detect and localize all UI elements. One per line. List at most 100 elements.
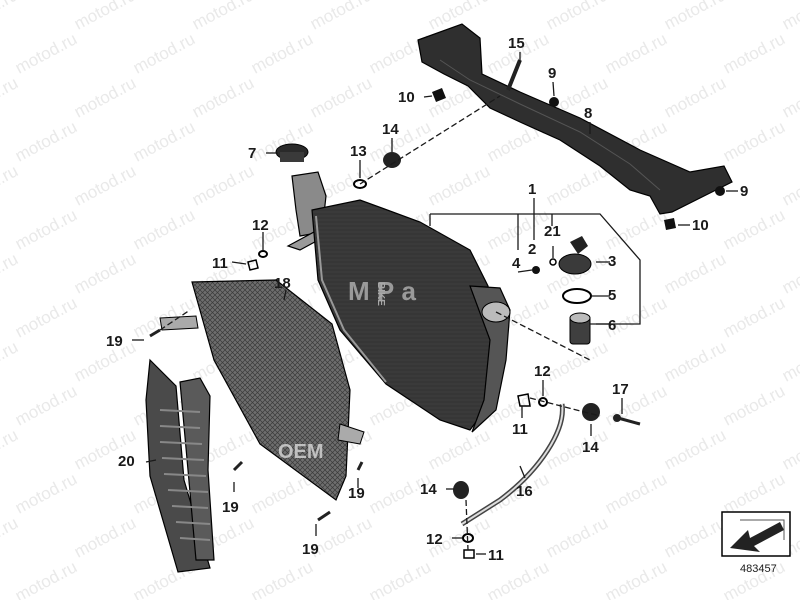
screw-19c-part <box>356 461 364 471</box>
watermark-text: motod.ru <box>720 469 788 517</box>
watermark-text: motod.ru <box>130 117 198 165</box>
callout-16: 16 <box>516 483 533 500</box>
watermark-text: motod.ru <box>602 557 670 600</box>
callout-12c: 12 <box>426 531 443 548</box>
grommet-14b-part <box>582 403 600 421</box>
side-shroud-frame-part <box>179 377 215 561</box>
grommet-14a-part <box>383 152 401 168</box>
clip-11a-part <box>247 259 259 271</box>
leader-lines <box>132 52 738 555</box>
watermark-text: motod.ru <box>71 73 139 121</box>
watermark-text: motod.ru <box>543 425 611 473</box>
watermark-text: motod.ru <box>0 249 21 297</box>
coolant-hose-16-highlight-part <box>461 403 564 525</box>
watermark-text: motod.ru <box>602 29 670 77</box>
watermark-text: motod.ru <box>12 557 80 600</box>
thermostat-housing-3-part <box>558 253 592 275</box>
callout-3: 3 <box>608 253 616 270</box>
callout-15: 15 <box>508 35 525 52</box>
bolt-15-part <box>506 59 522 91</box>
small-part-4-part <box>532 266 540 274</box>
watermark-text: motod.ru <box>130 205 198 253</box>
guard-bracket-part <box>159 315 199 331</box>
watermark-text: motod.ru <box>779 425 800 473</box>
watermark-text: motod.ru <box>720 381 788 429</box>
watermark-text: motod.ru <box>12 293 80 341</box>
seal-ring-5-part <box>562 288 592 304</box>
callout-10a: 10 <box>398 89 415 106</box>
callout-9a: 9 <box>548 65 556 82</box>
clip-10b-part <box>664 218 676 230</box>
watermark-text: motod.ru <box>189 0 257 34</box>
callout-6: 6 <box>608 317 616 334</box>
washer-12c-part <box>462 533 474 543</box>
watermark-text: motod.ru <box>248 557 316 600</box>
radiator-tank-part <box>469 285 511 433</box>
watermark-text: motod.ru <box>12 381 80 429</box>
watermark-text: motod.ru <box>779 161 800 209</box>
document-number: 483457 <box>740 563 777 575</box>
screw-19a-part <box>149 328 161 338</box>
watermark-text: motod.ru <box>661 337 729 385</box>
watermark-text: motod.ru <box>779 337 800 385</box>
watermark-text: motod.ru <box>779 0 800 34</box>
callout-2: 2 <box>528 241 536 258</box>
air-duct-edge-part <box>439 59 661 191</box>
watermark-text: motod.ru <box>366 557 434 600</box>
callout-9b: 9 <box>740 183 748 200</box>
callout-19c: 19 <box>348 485 365 502</box>
thermostat-top-6-part <box>569 312 591 324</box>
callout-11b: 11 <box>512 421 528 438</box>
callout-14a: 14 <box>382 121 399 138</box>
watermark-text: motod.ru <box>779 249 800 297</box>
radiator-left-frame-part <box>315 215 387 383</box>
watermark-text: motod.ru <box>0 73 21 121</box>
watermark-text: motod.ru <box>307 73 375 121</box>
watermark-text: motod.ru <box>720 29 788 77</box>
watermark-text: motod.ru <box>0 513 21 561</box>
washer-12a-part <box>258 250 268 258</box>
thermostat-cap-21-part <box>570 236 588 254</box>
watermark-text: motod.ru <box>12 29 80 77</box>
callout-19a: 19 <box>106 333 123 350</box>
nut-9a-part <box>549 97 559 107</box>
watermark-text: motod.ru <box>0 425 21 473</box>
callout-14c: 14 <box>420 481 437 498</box>
watermark-text: motod.ru <box>661 249 729 297</box>
shroud-vents-part <box>159 409 211 541</box>
guard-side-bracket-part <box>337 423 365 445</box>
screw-head-17-part <box>613 414 621 422</box>
callout-11a: 11 <box>212 255 228 272</box>
washer-13-part <box>353 179 367 189</box>
callout-12a: 12 <box>252 217 269 234</box>
watermark-text: motod.ru <box>71 249 139 297</box>
watermark-text: motod.ru <box>543 161 611 209</box>
watermark-text: motod.ru <box>661 425 729 473</box>
screw-19d-part <box>317 510 331 522</box>
watermark-text: motod.ru <box>661 73 729 121</box>
watermark-text: motod.ru <box>425 161 493 209</box>
watermark-text: motod.ru <box>720 117 788 165</box>
clip-11c-part <box>463 549 475 559</box>
callout-12b: 12 <box>534 363 551 380</box>
watermark-text: motod.ru <box>12 117 80 165</box>
callout-13: 13 <box>350 143 367 160</box>
watermark-text: motod.ru <box>661 513 729 561</box>
air-duct-cover-part <box>417 23 733 215</box>
overlay-oem-watermark: OEM <box>278 441 324 463</box>
watermark-text: motod.ru <box>543 513 611 561</box>
radiator-guard-mesh-part <box>191 279 351 501</box>
callout-18: 18 <box>274 275 291 292</box>
orientation-arrow-box <box>721 511 791 557</box>
radiator-cap-body-part <box>280 152 304 162</box>
screw-17-part <box>617 416 641 426</box>
watermark-text: motod.ru <box>779 73 800 121</box>
callout-7: 7 <box>248 145 256 162</box>
nut-9b-part <box>715 186 725 196</box>
watermark-text: motod.ru <box>189 161 257 209</box>
clip-11b-part <box>517 393 531 407</box>
callout-1: 1 <box>528 181 536 198</box>
watermark-text: motod.ru <box>248 29 316 77</box>
